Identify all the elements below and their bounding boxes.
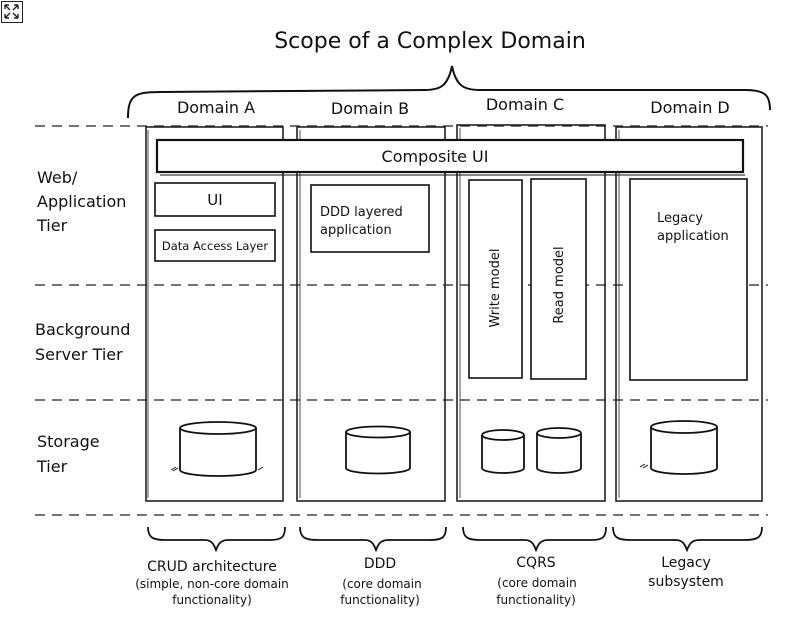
- composite-ui-label: Composite UI: [382, 147, 489, 166]
- tier-label-background: Background Server Tier: [35, 320, 130, 364]
- svg-text:(simple, non-core domain: (simple, non-core domain: [135, 577, 289, 591]
- domain-c-write-model-box: Write model: [468, 179, 523, 379]
- svg-text:Read model: Read model: [552, 246, 567, 323]
- domain-a-bottom-brace: [147, 526, 286, 553]
- footer-domain-d: Legacy subsystem: [648, 555, 724, 590]
- domain-b-app-box: DDD layered application: [310, 184, 430, 253]
- svg-text:DDD: DDD: [364, 556, 396, 572]
- svg-text:subsystem: subsystem: [648, 574, 724, 590]
- domain-c-write-database-icon: [481, 429, 525, 474]
- svg-text:Background: Background: [35, 320, 130, 339]
- svg-text:Web/: Web/: [37, 168, 78, 187]
- domain-a-column: [145, 126, 284, 502]
- domain-c-read-database-icon: [536, 427, 582, 474]
- svg-text:functionality): functionality): [172, 593, 252, 607]
- tier-label-web: Web/ Application Tier: [36, 168, 126, 235]
- expand-button[interactable]: [1, 1, 23, 23]
- svg-text:Tier: Tier: [36, 457, 68, 476]
- svg-text:Write model: Write model: [488, 249, 503, 328]
- svg-text:Application: Application: [37, 192, 126, 211]
- scope-brace: [127, 65, 771, 119]
- tier-label-storage: Storage Tier: [36, 432, 100, 476]
- domain-d-database-icon: [639, 420, 718, 475]
- svg-text:Legacy: Legacy: [657, 211, 703, 226]
- domain-c-read-model-box: Read model: [530, 178, 587, 380]
- domain-a-database-icon: [170, 421, 264, 477]
- svg-text:application: application: [657, 229, 729, 244]
- domain-b-header: Domain B: [331, 99, 409, 118]
- svg-text:CRUD architecture: CRUD architecture: [147, 559, 277, 575]
- domain-c-header: Domain C: [486, 95, 564, 114]
- domain-c-column: [456, 124, 606, 502]
- domain-a-header: Domain A: [177, 98, 255, 117]
- svg-text:functionality): functionality): [496, 593, 576, 607]
- footer-domain-a: CRUD architecture (simple, non-core doma…: [135, 559, 289, 607]
- domain-b-bottom-brace: [299, 526, 447, 553]
- domain-d-header: Domain D: [650, 98, 730, 117]
- expand-arrows-icon: [4, 4, 19, 19]
- svg-text:(core domain: (core domain: [497, 576, 576, 590]
- footer-domain-b: DDD (core domain functionality): [340, 556, 421, 607]
- domain-d-app-box: Legacy application: [629, 178, 748, 381]
- footer-domain-c: CQRS (core domain functionality): [496, 555, 576, 607]
- svg-text:(core domain: (core domain: [342, 577, 421, 591]
- svg-text:UI: UI: [207, 191, 222, 209]
- svg-text:CQRS: CQRS: [516, 555, 556, 571]
- svg-text:Storage: Storage: [37, 432, 100, 451]
- svg-text:Data Access Layer: Data Access Layer: [162, 239, 268, 253]
- svg-text:application: application: [320, 223, 392, 238]
- svg-text:DDD layered: DDD layered: [320, 205, 403, 220]
- domain-c-bottom-brace: [462, 526, 607, 553]
- domain-a-dal-box: Data Access Layer: [154, 229, 276, 262]
- svg-text:Server Tier: Server Tier: [35, 345, 123, 364]
- domain-d-bottom-brace: [612, 526, 763, 553]
- domain-a-ui-box: UI: [154, 182, 276, 217]
- domain-b-database-icon: [345, 425, 411, 475]
- domain-b-column: [296, 126, 446, 502]
- diagram-title: Scope of a Complex Domain: [274, 29, 586, 54]
- composite-ui-box: Composite UI: [155, 138, 745, 176]
- svg-text:Tier: Tier: [36, 216, 68, 235]
- domain-d-column: [615, 126, 763, 502]
- svg-text:functionality): functionality): [340, 593, 420, 607]
- svg-text:Legacy: Legacy: [661, 555, 711, 571]
